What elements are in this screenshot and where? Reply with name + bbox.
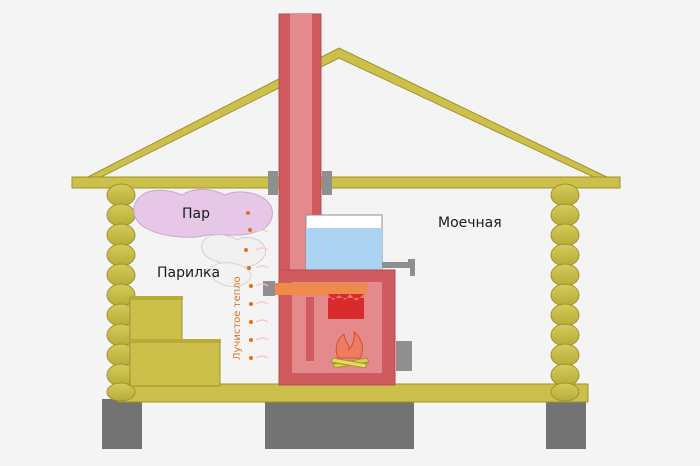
sauna-stove — [263, 269, 412, 386]
radiant-heat-markers — [244, 211, 269, 360]
foundation — [102, 399, 586, 449]
steam-room-label: Парилка — [157, 265, 220, 281]
radiant-heat-label: Лучистое тепло — [232, 276, 243, 360]
wooden-bench — [129, 296, 221, 387]
washroom-label: Моечная — [438, 215, 502, 231]
log — [106, 263, 136, 287]
fire-icon — [330, 330, 370, 369]
heat-wave — [255, 355, 269, 359]
heat-dot — [247, 266, 251, 270]
log — [550, 303, 580, 327]
log — [106, 223, 136, 247]
log — [550, 382, 580, 402]
log — [106, 382, 136, 402]
vapour-puff — [201, 234, 266, 268]
steam-label: Пар — [182, 206, 210, 222]
right-log-wall — [550, 183, 580, 402]
log — [106, 203, 136, 227]
floor-beam — [117, 383, 589, 403]
stove-partition — [306, 297, 314, 361]
log — [550, 243, 580, 267]
steam-cloud — [133, 188, 273, 287]
heat-wave — [255, 229, 269, 233]
left-log-wall — [106, 183, 136, 402]
heat-wave — [255, 283, 269, 287]
log — [550, 203, 580, 227]
hot-plate — [275, 283, 367, 295]
log — [550, 223, 580, 247]
heat-wave — [255, 211, 269, 215]
chimney-flange-left — [268, 171, 278, 195]
faucet-icon — [382, 259, 415, 276]
foundation-left-block — [102, 399, 142, 449]
heat-wave — [255, 247, 269, 251]
roof-rafters — [81, 47, 614, 181]
heat-dot — [249, 356, 253, 360]
stove-door-handle — [396, 341, 412, 371]
heat-dot — [246, 211, 250, 215]
log — [550, 323, 580, 347]
heat-dot — [249, 338, 253, 342]
heat-wave — [255, 319, 269, 323]
log — [106, 243, 136, 267]
heat-dot — [249, 320, 253, 324]
firebox-highlight — [328, 294, 364, 301]
heat-wave — [255, 337, 269, 341]
log — [550, 283, 580, 307]
log — [550, 263, 580, 287]
heat-dot — [248, 228, 252, 232]
log — [106, 183, 136, 207]
heat-dot — [249, 302, 253, 306]
heat-wave — [255, 265, 269, 269]
stove-vent — [263, 281, 275, 296]
bench-lower — [129, 339, 221, 387]
heat-dot — [244, 248, 248, 252]
chimney-inner — [290, 14, 312, 270]
bench-upper-edge — [130, 296, 183, 300]
vapour-puff — [210, 262, 252, 287]
heat-dot — [249, 284, 253, 288]
foundation-right-block — [546, 399, 586, 449]
roof-truss — [71, 47, 621, 189]
ceiling-beam — [71, 176, 621, 189]
chimney-flange-right — [322, 171, 332, 195]
heat-wave — [255, 301, 269, 305]
tank-water — [306, 228, 382, 270]
log — [550, 343, 580, 367]
foundation-center-block — [265, 399, 414, 449]
log — [550, 183, 580, 207]
bench-lower-edge — [130, 339, 221, 343]
cloud-shape — [133, 188, 273, 238]
water-tank — [305, 214, 415, 276]
bench-upper — [129, 296, 183, 341]
